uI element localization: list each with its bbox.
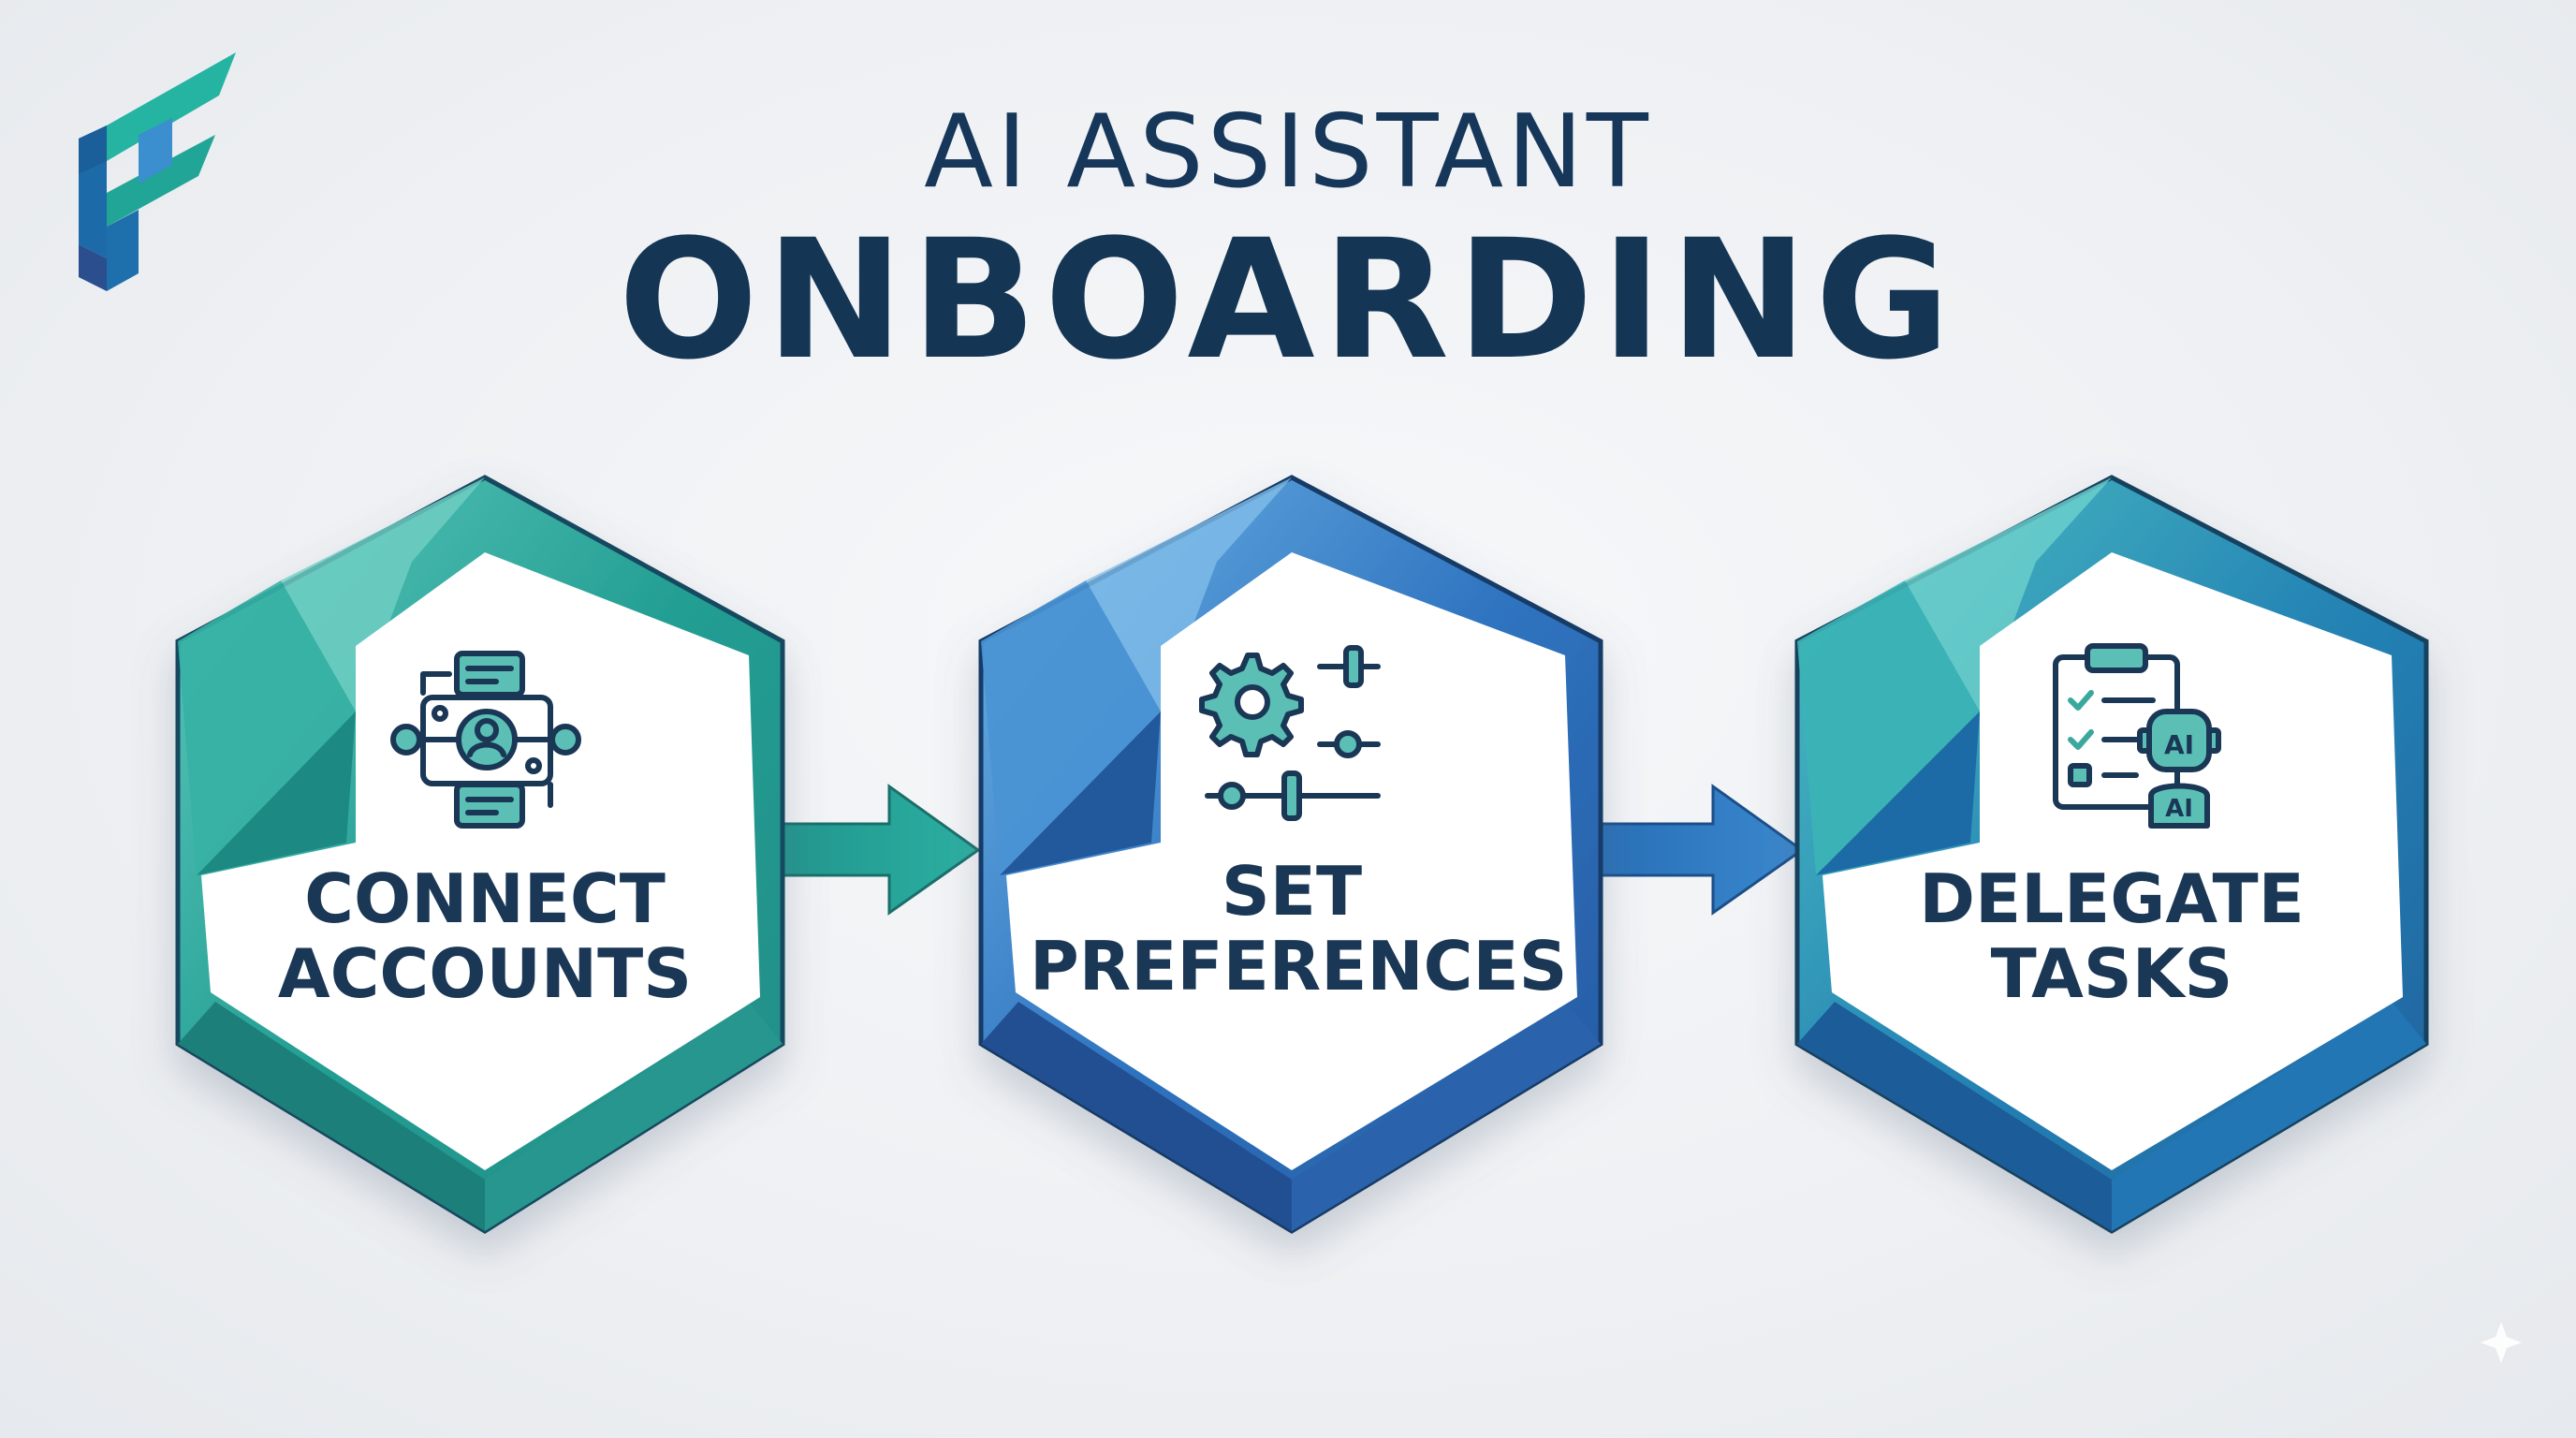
step-2-hexagon: [978, 475, 1603, 1234]
title-line-1: AI ASSISTANT: [924, 94, 1652, 211]
step-2-label-line-1: SET: [1221, 852, 1363, 931]
ai-task-checklist-icon: [2053, 643, 2221, 829]
stylized-f-logo-icon: [79, 52, 236, 291]
step-1-label-line-2: ACCOUNTS: [277, 934, 693, 1013]
step-3-label-line-2: TASKS: [1990, 934, 2233, 1013]
step-2-label: SET PREFERENCES: [1030, 852, 1568, 1005]
step-1-hexagon: [175, 475, 785, 1234]
step-1-label-line-1: CONNECT: [304, 859, 666, 938]
title-line-2: ONBOARDING: [618, 204, 1958, 396]
sparkle-icon: [2481, 1322, 2522, 1363]
connected-accounts-icon: [390, 651, 581, 829]
ai-icon-label-top: AI: [2164, 729, 2194, 760]
settings-sliders-icon: [1199, 645, 1381, 821]
step-2-label-line-2: PREFERENCES: [1030, 927, 1568, 1005]
step-3-label-line-1: DELEGATE: [1919, 859, 2305, 938]
step-3-label: DELEGATE TASKS: [1850, 861, 2374, 1011]
step-1-label: CONNECT ACCOUNTS: [223, 861, 747, 1011]
ai-icon-label-bottom: AI: [2165, 795, 2193, 823]
step-3-hexagon: [1794, 475, 2429, 1234]
